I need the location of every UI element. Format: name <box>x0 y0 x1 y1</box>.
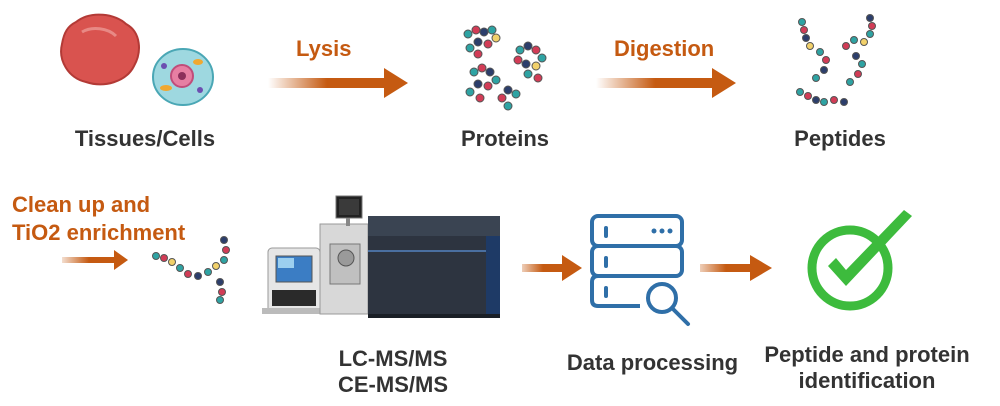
tissues-cells-label: Tissues/Cells <box>74 126 216 151</box>
identification-label-line2: identification <box>798 368 936 393</box>
enriched-peptide-icon <box>152 236 230 304</box>
check-circle-icon <box>807 210 912 311</box>
to-data-arrow <box>522 255 582 281</box>
lysis-label: Lysis <box>296 36 352 61</box>
data-processing-label: Data processing <box>566 350 739 375</box>
peptides-label: Peptides <box>794 126 886 151</box>
digestion-arrow <box>596 68 736 98</box>
proteins-icon <box>463 25 547 111</box>
identification-label-line1: Peptide and protein <box>764 342 970 367</box>
proteins-label: Proteins <box>460 126 550 151</box>
cleanup-label-line1: Clean up and <box>12 192 151 217</box>
tissue-icon <box>60 13 140 86</box>
server-search-icon <box>590 214 690 326</box>
digestion-label: Digestion <box>614 36 715 61</box>
mass-spectrometer-image <box>262 195 500 318</box>
ce-ms-label: CE-MS/MS <box>338 372 448 397</box>
lc-ms-label: LC-MS/MS <box>338 346 448 371</box>
cell-icon <box>152 48 214 106</box>
peptides-icon <box>796 14 876 106</box>
cleanup-arrow <box>62 250 128 270</box>
to-identification-arrow <box>700 255 772 281</box>
cleanup-label-line2: TiO2 enrichment <box>12 220 186 245</box>
lysis-arrow <box>268 68 408 98</box>
